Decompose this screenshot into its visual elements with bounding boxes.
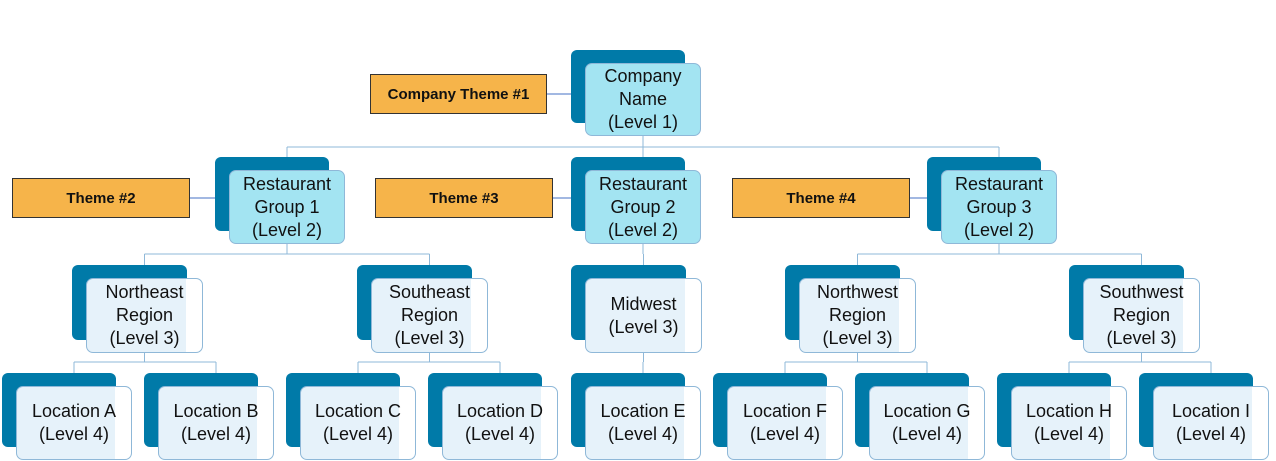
location-node-7: Location G (Level 4) xyxy=(855,373,985,460)
location-node-7-line-1: Location G xyxy=(883,401,971,421)
location-node-5-box: Location E (Level 4) xyxy=(585,386,701,460)
location-node-6-line-2: (Level 4) xyxy=(749,424,821,444)
location-node-9-line-1: Location I xyxy=(1171,401,1251,421)
location-node-1: Location A (Level 4) xyxy=(2,373,132,460)
group-node-1-line-2: Group 1 xyxy=(254,196,320,217)
region-node-2-line-2: Region xyxy=(400,305,459,325)
theme-box-4: Theme #4 xyxy=(732,178,910,218)
location-node-8-line-2: (Level 4) xyxy=(1033,424,1105,444)
location-node-6-line-1: Location F xyxy=(742,401,828,421)
region-node-5-line-1: Southwest xyxy=(1099,282,1184,302)
company-node-line-3: (Level 1) xyxy=(607,112,679,132)
group-node-2-line-3: (Level 2) xyxy=(607,219,679,240)
group-node-3-line-2: Group 3 xyxy=(966,196,1032,217)
location-node-8: Location H (Level 4) xyxy=(997,373,1127,460)
group-node-1-line-3: (Level 2) xyxy=(251,219,323,240)
location-node-7-line-2: (Level 4) xyxy=(891,424,963,444)
region-node-4-line-3: (Level 3) xyxy=(822,328,893,348)
location-node-3: Location C (Level 4) xyxy=(286,373,416,460)
region-node-2-line-1: Southeast xyxy=(388,282,471,302)
region-node-1-line-1: Northeast xyxy=(105,282,184,302)
location-node-3-line-2: (Level 4) xyxy=(322,424,394,444)
location-node-4-box: Location D (Level 4) xyxy=(442,386,558,460)
location-node-1-line-2: (Level 4) xyxy=(38,424,110,444)
location-node-9: Location I (Level 4) xyxy=(1139,373,1269,460)
region-node-4-line-2: Region xyxy=(828,305,887,325)
group-node-3-line-3: (Level 2) xyxy=(963,219,1035,240)
group-node-1-line-1: Restaurant xyxy=(242,173,332,194)
location-node-4-line-1: Location D xyxy=(456,401,544,421)
location-node-1-line-1: Location A xyxy=(31,401,117,421)
region-node-5-line-3: (Level 3) xyxy=(1106,328,1177,348)
location-node-6-box: Location F (Level 4) xyxy=(727,386,843,460)
region-node-5-line-2: Region xyxy=(1112,305,1171,325)
region-node-1-line-2: Region xyxy=(115,305,174,325)
location-node-1-box: Location A (Level 4) xyxy=(16,386,132,460)
location-node-5-line-1: Location E xyxy=(600,401,686,421)
theme-box-2: Theme #2 xyxy=(12,178,190,218)
location-node-6: Location F (Level 4) xyxy=(713,373,843,460)
region-node-3: Midwest(Level 3) xyxy=(571,265,702,353)
region-node-2-line-3: (Level 3) xyxy=(394,328,465,348)
location-node-4-line-2: (Level 4) xyxy=(464,424,536,444)
group-node-3-line-1: Restaurant xyxy=(954,173,1044,194)
location-node-8-box: Location H (Level 4) xyxy=(1011,386,1127,460)
location-node-8-line-1: Location H xyxy=(1025,401,1113,421)
location-node-2: Location B (Level 4) xyxy=(144,373,274,460)
location-node-7-box: Location G (Level 4) xyxy=(869,386,985,460)
location-node-2-line-2: (Level 4) xyxy=(180,424,252,444)
region-node-3-line-1: Midwest xyxy=(610,293,677,314)
location-node-9-box: Location I (Level 4) xyxy=(1153,386,1269,460)
location-node-9-line-2: (Level 4) xyxy=(1175,424,1247,444)
location-node-2-line-1: Location B xyxy=(173,401,259,421)
region-node-4-line-1: Northwest xyxy=(816,282,899,302)
region-node-3-line-2: (Level 3) xyxy=(608,316,679,337)
theme-box-1: Company Theme #1 xyxy=(370,74,547,114)
location-node-2-box: Location B (Level 4) xyxy=(158,386,274,460)
location-node-3-line-1: Location C xyxy=(314,401,402,421)
company-node-line-2: Name xyxy=(618,89,667,109)
group-node-2-line-2: Group 2 xyxy=(610,196,676,217)
group-node-2-line-1: Restaurant xyxy=(598,173,688,194)
location-node-3-box: Location C (Level 4) xyxy=(300,386,416,460)
theme-box-3: Theme #3 xyxy=(375,178,553,218)
location-node-5-line-2: (Level 4) xyxy=(607,424,679,444)
region-node-1-line-3: (Level 3) xyxy=(109,328,180,348)
location-node-4: Location D (Level 4) xyxy=(428,373,558,460)
location-node-5: Location E (Level 4) xyxy=(571,373,701,460)
region-node-3-box: Midwest(Level 3) xyxy=(585,278,702,353)
company-node-line-1: Company xyxy=(604,66,682,86)
